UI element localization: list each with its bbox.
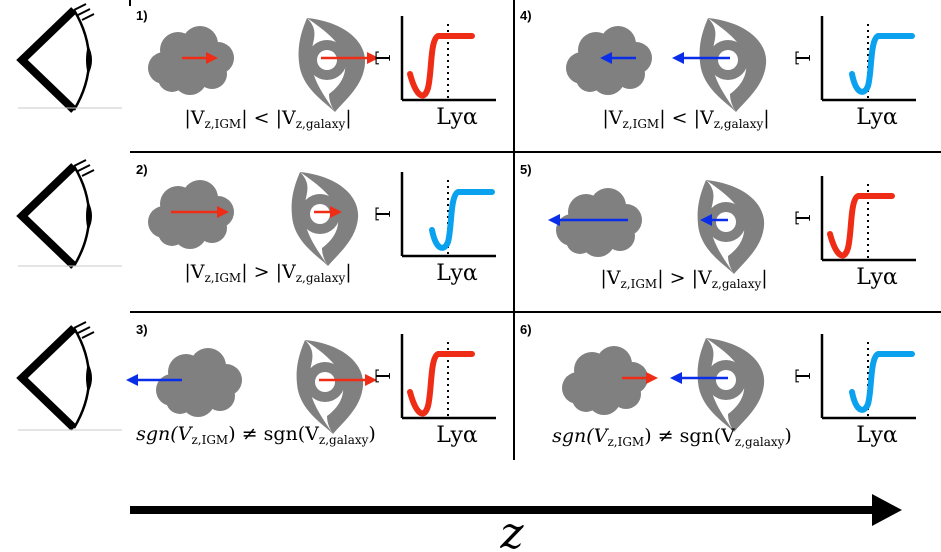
panels: 1) T Lyα |Vz,IGM| < |Vz,galaxy| 2) T Lyα |Vz,IG… (126, 8, 916, 449)
igm-velocity-arrow-head (646, 372, 658, 384)
galaxy-velocity-arrow-head (700, 214, 712, 226)
equation-operator: < (248, 107, 276, 129)
plot-x-label: Lyα (856, 105, 898, 130)
transmission-plot: T Lyα (371, 172, 496, 286)
panel-2: 2) T Lyα |Vz,IGM| > |Vz,galaxy| (136, 162, 496, 286)
igm-cloud-icon (556, 188, 642, 257)
condition-equation: |Vz,IGM| < |Vz,galaxy| (602, 107, 769, 131)
observer-eyes (18, 4, 122, 430)
galaxy-velocity-arrow-head (365, 374, 377, 386)
redshift-axis-label: z (499, 508, 524, 552)
panel-number: 5) (520, 162, 532, 177)
plot-y-label: T (791, 211, 815, 225)
plot-y-label: T (791, 369, 815, 383)
panel-3: 3) T Lyα sgn(Vz,IGM) ≠ sgn(Vz,galaxy) (126, 322, 496, 448)
panel-number: 1) (136, 8, 148, 23)
galaxy-icon (291, 172, 359, 266)
igm-cloud-icon (562, 346, 648, 415)
panel-number: 3) (136, 322, 148, 337)
plot-x-label: Lyα (436, 261, 478, 286)
plot-y-label: T (371, 207, 395, 221)
galaxy-icon (298, 18, 366, 112)
transmission-curve (849, 33, 915, 95)
transmission-curve (827, 193, 895, 259)
eye-icon (22, 322, 94, 428)
transmission-plot: T Lyα (791, 334, 916, 448)
panel-number: 4) (520, 8, 532, 23)
condition-equation: |Vz,IGM| > |Vz,galaxy| (600, 267, 767, 291)
panel-number: 6) (520, 322, 532, 337)
galaxy-core (315, 372, 335, 392)
igm-velocity-arrow-head (548, 214, 560, 226)
panel-number: 2) (136, 162, 148, 177)
equation-operator: < (666, 107, 694, 129)
transmission-curve (429, 189, 495, 251)
galaxy-core (716, 370, 736, 390)
transmission-plot: T Lyα (791, 16, 916, 130)
equation-operator: > (248, 261, 276, 283)
plot-y-label: T (371, 51, 395, 65)
transmission-curve (849, 351, 915, 413)
equation-operator: ≠ (236, 423, 264, 445)
galaxy-core (718, 50, 738, 70)
igm-velocity-arrow-head (600, 52, 612, 64)
condition-equation: |Vz,IGM| < |Vz,galaxy| (184, 107, 351, 131)
plot-x-label: Lyα (856, 265, 898, 290)
panel-5: 5) T Lyα |Vz,IGM| > |Vz,galaxy| (520, 162, 916, 291)
igm-velocity-arrow-head (126, 374, 138, 386)
plot-y-label: T (791, 51, 815, 65)
galaxy-icon (699, 18, 767, 112)
igm-velocity-arrow-head (217, 206, 229, 218)
plot-x-label: Lyα (436, 423, 478, 448)
plot-y-label: T (371, 369, 395, 383)
galaxy-icon (697, 180, 765, 274)
transmission-plot: T Lyα (371, 16, 496, 130)
plot-x-label: Lyα (856, 423, 898, 448)
igm-cloud-icon (156, 348, 242, 417)
galaxy-velocity-arrow-head (670, 372, 682, 384)
galaxy-core (310, 204, 330, 224)
equation-operator: > (664, 267, 692, 289)
condition-equation: sgn(Vz,IGM) ≠ sgn(Vz,galaxy) (136, 423, 376, 447)
panel-6: 6) T Lyα sgn(Vz,IGM) ≠ sgn(Vz,galaxy) (520, 322, 916, 449)
redshift-axis: z (130, 494, 902, 552)
galaxy-icon (697, 338, 765, 432)
transmission-plot: T Lyα (791, 176, 916, 290)
panel-1: 1) T Lyα |Vz,IGM| < |Vz,galaxy| (136, 8, 496, 131)
galaxy-core (317, 50, 337, 70)
transmission-plot: T Lyα (371, 334, 496, 448)
igm-cloud-icon (148, 26, 234, 95)
eye-icon (22, 160, 94, 266)
eye-icon (22, 4, 94, 110)
grid-lines (129, 0, 941, 460)
condition-equation: sgn(Vz,IGM) ≠ sgn(Vz,galaxy) (552, 425, 792, 449)
galaxy-icon (296, 340, 364, 434)
igm-velocity-arrow-head (206, 52, 218, 64)
condition-equation: |Vz,IGM| > |Vz,galaxy| (184, 261, 351, 285)
equation-operator: ≠ (652, 425, 680, 447)
galaxy-velocity-arrow-head (330, 206, 342, 218)
galaxy-core (716, 212, 736, 232)
transmission-curve (407, 33, 475, 99)
galaxy-velocity-arrow-head (367, 52, 379, 64)
plot-x-label: Lyα (436, 105, 478, 130)
panel-4: 4) T Lyα |Vz,IGM| < |Vz,galaxy| (520, 8, 916, 131)
transmission-curve (407, 351, 475, 417)
redshift-axis-arrowhead (872, 494, 902, 526)
galaxy-velocity-arrow-head (672, 52, 684, 64)
